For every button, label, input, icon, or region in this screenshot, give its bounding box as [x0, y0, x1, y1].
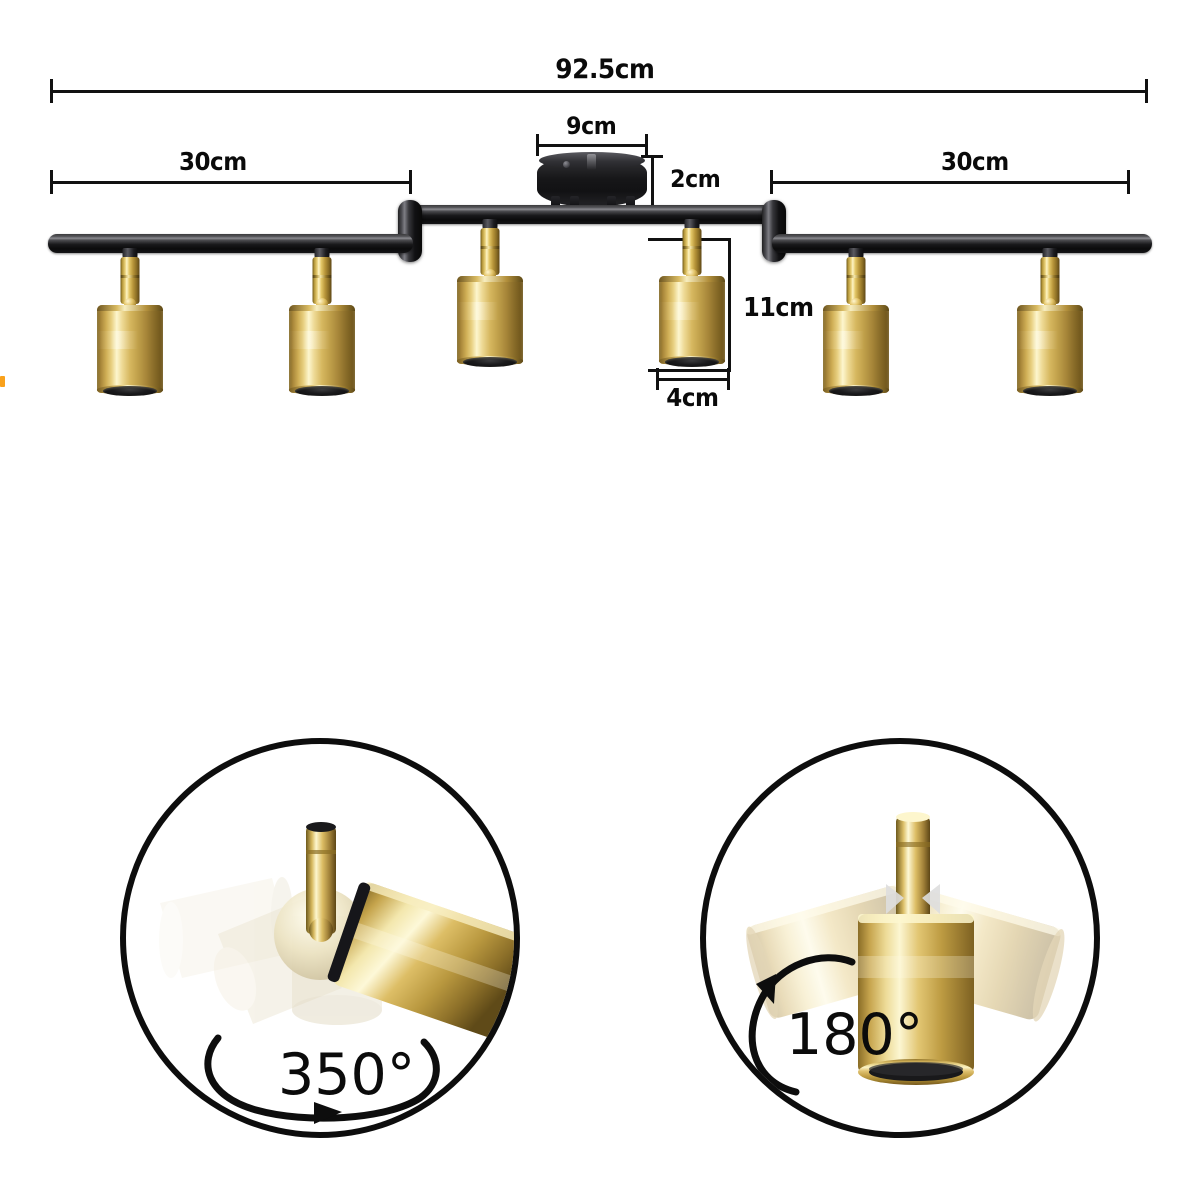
head-height-line [728, 238, 731, 372]
spotlight-5[interactable] [822, 248, 890, 396]
spotlight-6-head [1017, 305, 1083, 393]
spotlight-3-aperture [463, 357, 517, 367]
canopy-highlight [587, 154, 596, 170]
canopy-foot-midright [607, 196, 616, 210]
spotlight-1-head-top [97, 305, 163, 311]
spotlight-1-knuckle [122, 248, 138, 258]
feature-circle-vertical-rotation: 180° [700, 738, 1100, 1138]
pivot-right [922, 884, 940, 914]
spotlight-1-stem [120, 257, 140, 304]
canopy-foot-midleft [570, 196, 579, 210]
spotlight-4-head-highlight [659, 302, 725, 320]
spotlight-5-stem-ring [846, 275, 866, 278]
left-arm-tick-left [50, 170, 53, 194]
canopy-height-line [651, 155, 654, 208]
canopy-width-tick-right [645, 134, 648, 156]
spotlight-1-aperture [103, 386, 157, 396]
rotation-350-illustration [159, 822, 514, 1042]
spotlight-5-head-top [823, 305, 889, 311]
spotlight-1-stem-ring [120, 275, 140, 278]
canopy-width-line [536, 144, 648, 147]
overall-tick-left [50, 79, 53, 103]
spotlight-2-stem-ring [312, 275, 332, 278]
spotlight-3-stem-ring [480, 246, 500, 249]
spotlight-6[interactable] [1016, 248, 1084, 396]
active-head [327, 882, 514, 1042]
rotation-arc-350-icon [204, 1034, 440, 1124]
spotlight-5-aperture [829, 386, 883, 396]
edge-artifact [0, 376, 5, 387]
spotlight-5-head-highlight [823, 331, 889, 349]
left-arm-tick-right [409, 170, 412, 194]
spotlight-4-head [659, 276, 725, 364]
right-arm-tick-left [770, 170, 773, 194]
spotlight-5-stem [846, 257, 866, 304]
pivot-left [886, 884, 904, 914]
head-height-label: 11cm [743, 293, 814, 323]
canopy-height-label: 2cm [670, 165, 721, 193]
spotlight-1[interactable] [96, 248, 164, 396]
spotlight-4[interactable] [658, 219, 726, 367]
head-width-tick-left [656, 368, 659, 390]
active-head-2 [858, 914, 974, 1085]
spotlight-5-head [823, 305, 889, 393]
overall-tick-right [1145, 79, 1148, 103]
canopy-width-label: 9cm [566, 112, 617, 140]
canopy-screw-icon [563, 161, 570, 168]
spotlight-1-head-highlight [97, 331, 163, 349]
rotation-180-label: 180° [786, 1002, 924, 1068]
canopy-width-tick-left [536, 134, 539, 156]
spotlight-6-stem-ring [1040, 275, 1060, 278]
feature-circle-horizontal-rotation: 350° [120, 738, 520, 1138]
spotlight-6-aperture [1023, 386, 1077, 396]
rotation-350-label: 350° [278, 1042, 416, 1108]
gold-stem [306, 822, 336, 942]
spotlight-4-stem [682, 228, 702, 275]
canopy-height-tick-top [641, 155, 663, 158]
spotlight-6-head-top [1017, 305, 1083, 311]
canopy-foot-right [626, 196, 635, 210]
spotlight-2[interactable] [288, 248, 356, 396]
spotlight-3-knuckle [482, 219, 498, 229]
spotlight-2-stem [312, 257, 332, 304]
spotlight-3-head-highlight [457, 302, 523, 320]
head-width-label: 4cm [666, 383, 719, 412]
spotlight-4-knuckle [684, 219, 700, 229]
spotlight-4-head-top [659, 276, 725, 282]
head-width-line [656, 378, 730, 381]
rotation-180-illustration [745, 812, 1065, 1085]
spotlight-2-head-top [289, 305, 355, 311]
spotlight-6-stem [1040, 257, 1060, 304]
head-width-tick-right [727, 368, 730, 390]
spotlight-2-aperture [295, 386, 349, 396]
spotlight-3-head [457, 276, 523, 364]
spotlight-6-knuckle [1042, 248, 1058, 258]
overall-dimension-line [50, 90, 1148, 93]
canopy-foot-left [551, 196, 560, 210]
head-height-tick-bottom [648, 369, 731, 372]
overall-width-label: 92.5cm [555, 54, 655, 85]
spotlight-6-head-highlight [1017, 331, 1083, 349]
spotlight-2-head-highlight [289, 331, 355, 349]
left-arm-line [50, 181, 412, 184]
spotlight-2-knuckle [314, 248, 330, 258]
right-arm-label: 30cm [940, 147, 1009, 176]
right-arm-line [770, 181, 1130, 184]
spotlight-2-head [289, 305, 355, 393]
spotlight-3-head-top [457, 276, 523, 282]
spotlight-4-stem-ring [682, 246, 702, 249]
spotlight-5-knuckle [848, 248, 864, 258]
rotation-arc-180-icon [748, 954, 856, 1096]
spotlight-1-head [97, 305, 163, 393]
right-arm-tick-right [1127, 170, 1130, 194]
spotlight-4-aperture [665, 357, 719, 367]
left-arm-label: 30cm [178, 147, 247, 176]
spotlight-3-stem [480, 228, 500, 275]
spotlight-3[interactable] [456, 219, 524, 367]
